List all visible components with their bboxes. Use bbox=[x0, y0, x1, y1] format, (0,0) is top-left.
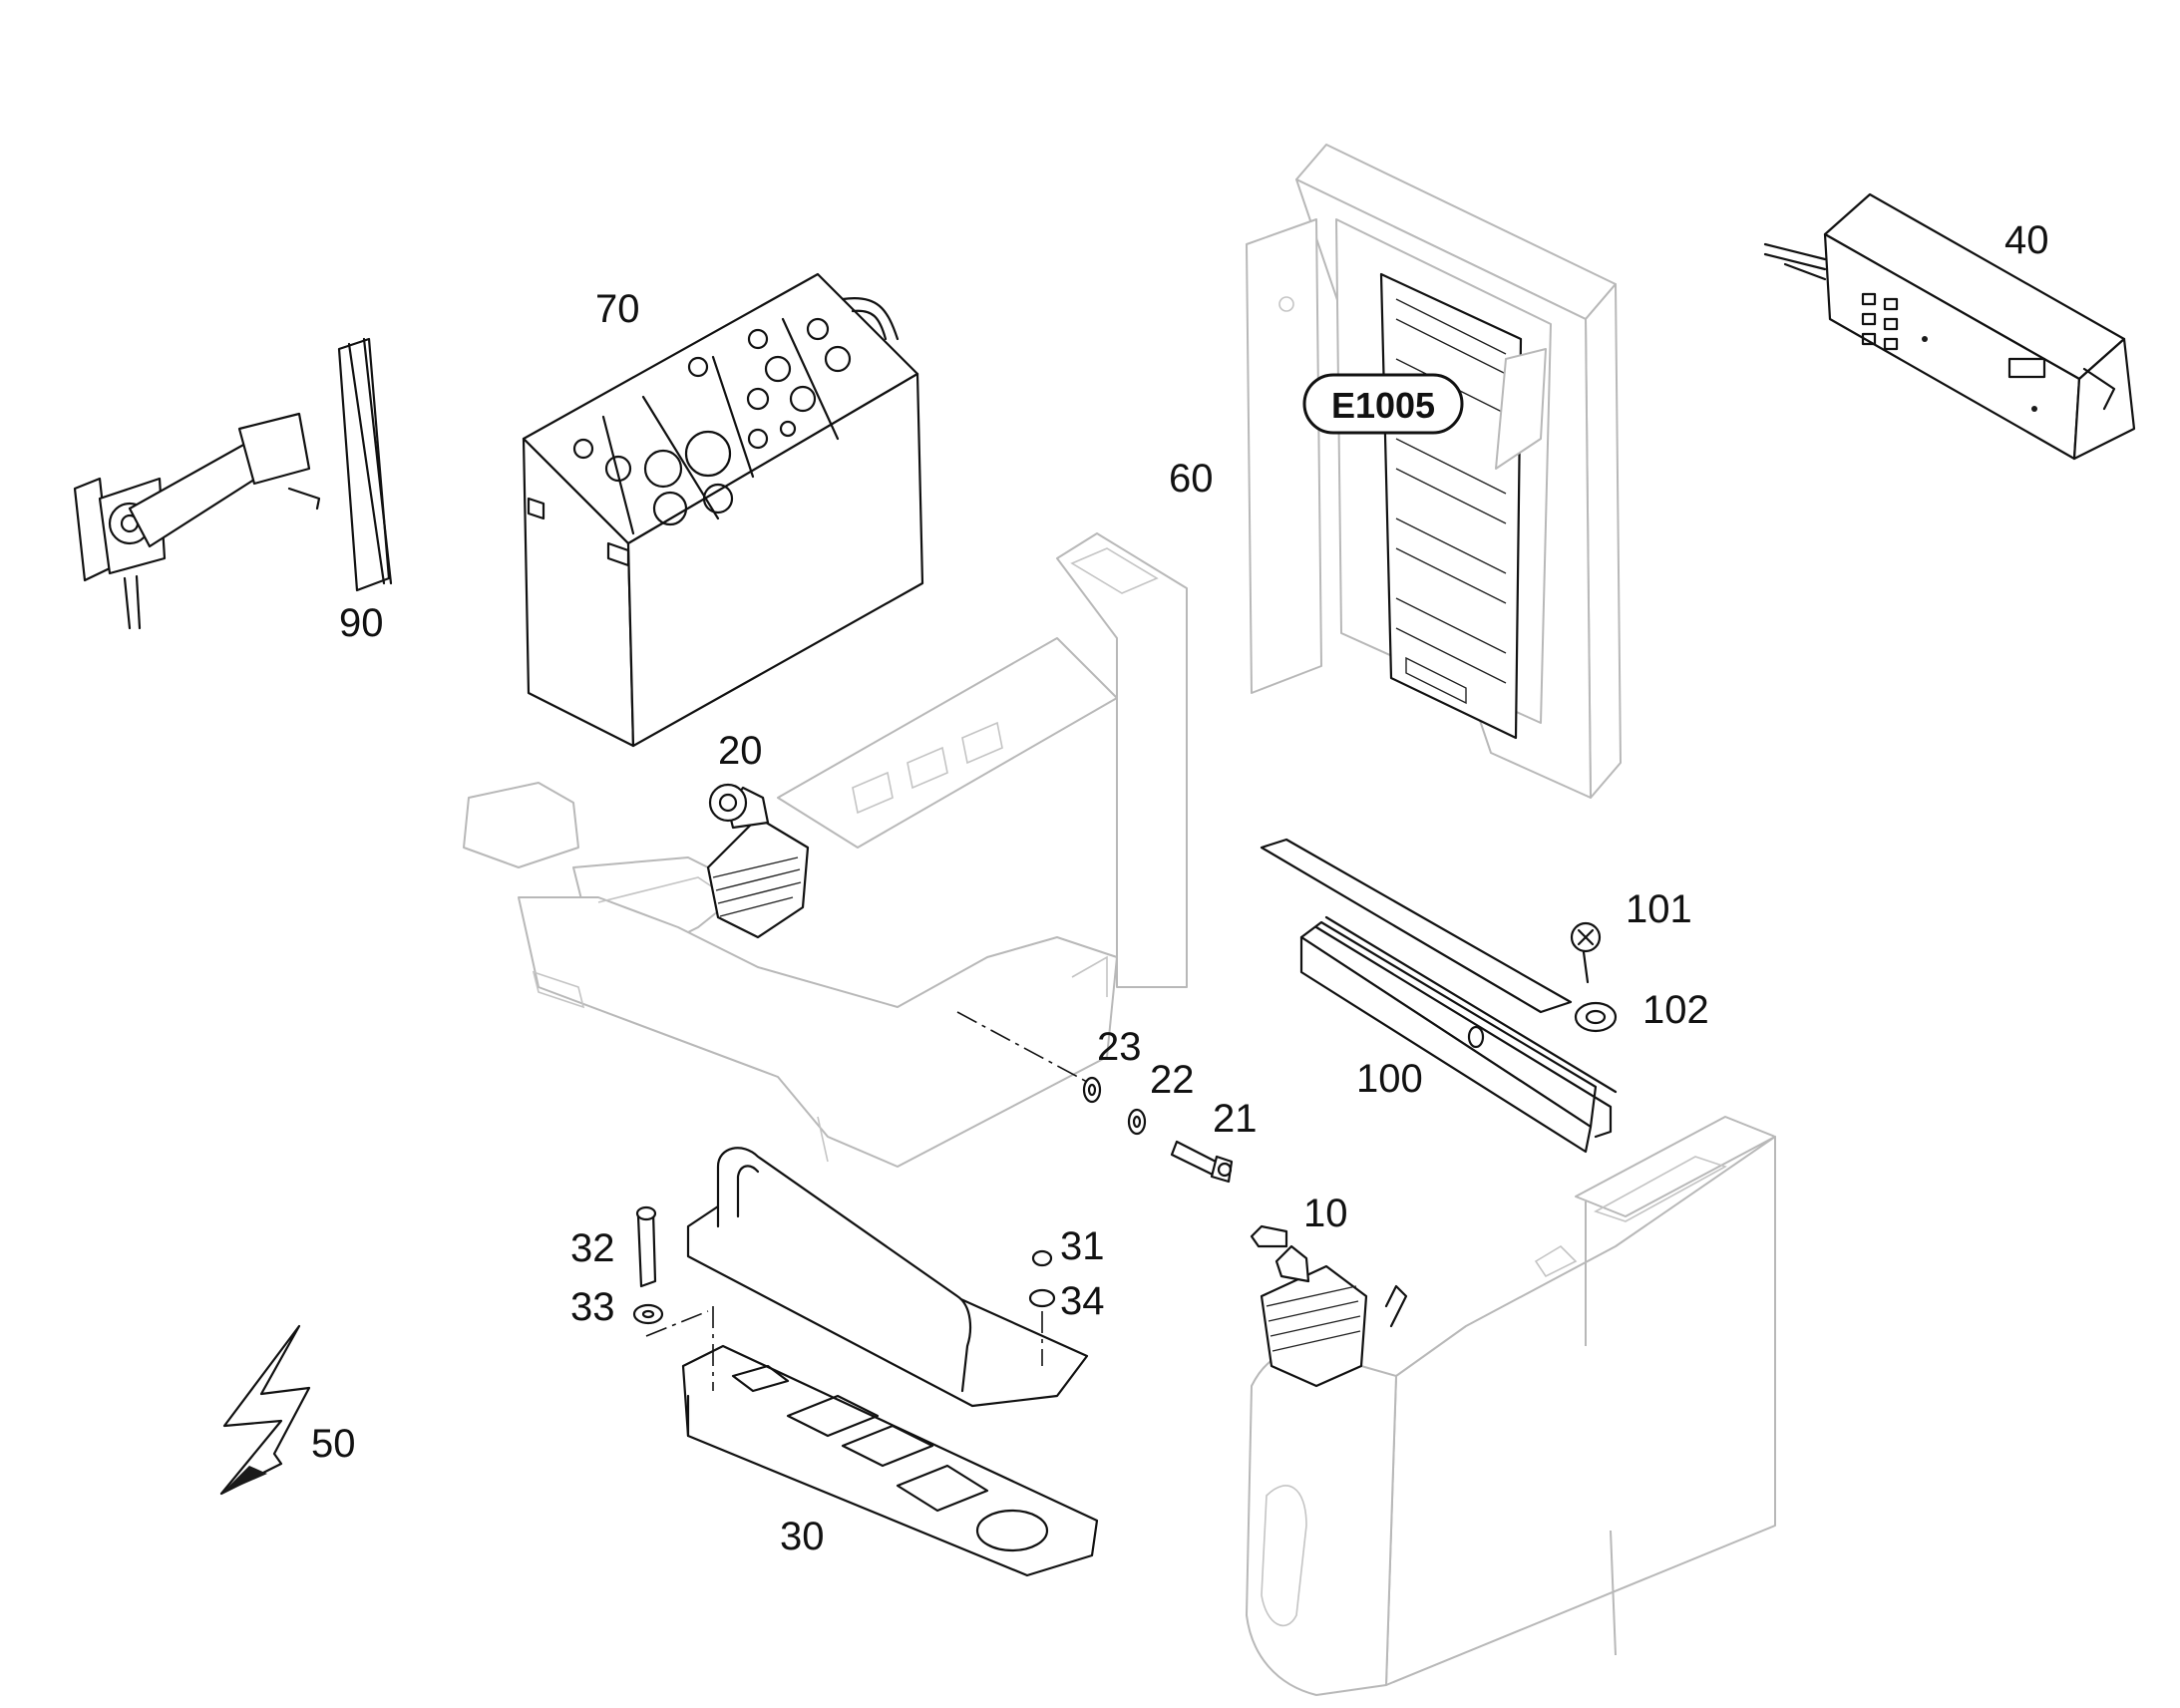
label-part-31[interactable]: 31 bbox=[1060, 1224, 1105, 1268]
label-part-102[interactable]: 102 bbox=[1642, 988, 1709, 1032]
ghosted-operator-seat bbox=[463, 532, 1188, 1168]
fastener-set-31-34-32-33 bbox=[632, 1205, 1056, 1391]
label-part-101[interactable]: 101 bbox=[1626, 887, 1692, 931]
part-30-mounting-plate bbox=[681, 1147, 1099, 1577]
label-part-30[interactable]: 30 bbox=[780, 1515, 825, 1558]
part-70-instrument-console bbox=[522, 272, 924, 748]
fastener-set-21-22-23 bbox=[956, 1011, 1234, 1184]
part-10-right-console bbox=[1246, 1116, 1776, 1696]
label-part-32[interactable]: 32 bbox=[570, 1226, 615, 1270]
label-part-10[interactable]: 10 bbox=[1303, 1192, 1348, 1235]
screw-101 bbox=[1570, 921, 1602, 984]
label-part-100[interactable]: 100 bbox=[1356, 1057, 1423, 1101]
part-90-monitor-arm bbox=[73, 337, 393, 630]
label-part-34[interactable]: 34 bbox=[1060, 1279, 1105, 1323]
part-40-control-module bbox=[1763, 192, 2136, 461]
part-50-electrical-symbol bbox=[219, 1324, 311, 1496]
part-20-joystick bbox=[706, 783, 810, 939]
label-part-20[interactable]: 20 bbox=[718, 729, 763, 773]
label-part-50[interactable]: 50 bbox=[311, 1422, 356, 1466]
label-part-23[interactable]: 23 bbox=[1097, 1025, 1142, 1069]
label-part-40[interactable]: 40 bbox=[2004, 218, 2049, 262]
e1005-tag-text: E1005 bbox=[1331, 385, 1435, 426]
label-part-60[interactable]: 60 bbox=[1169, 457, 1214, 501]
part-number-labels: 90 70 60 40 20 101 102 100 23 22 21 10 3… bbox=[311, 218, 2049, 1558]
label-part-21[interactable]: 21 bbox=[1213, 1097, 1258, 1141]
e1005-reference-tag[interactable]: E1005 bbox=[1302, 373, 1464, 435]
label-part-33[interactable]: 33 bbox=[570, 1285, 615, 1329]
label-part-70[interactable]: 70 bbox=[595, 287, 640, 331]
part-60-electrical-cabinet bbox=[1246, 144, 1622, 799]
lightning-bolt-icon bbox=[219, 1324, 311, 1496]
label-part-90[interactable]: 90 bbox=[339, 601, 384, 645]
label-part-22[interactable]: 22 bbox=[1150, 1058, 1195, 1102]
part-100-cable-duct bbox=[1260, 838, 1618, 1154]
grommet-102 bbox=[1574, 1001, 1618, 1033]
